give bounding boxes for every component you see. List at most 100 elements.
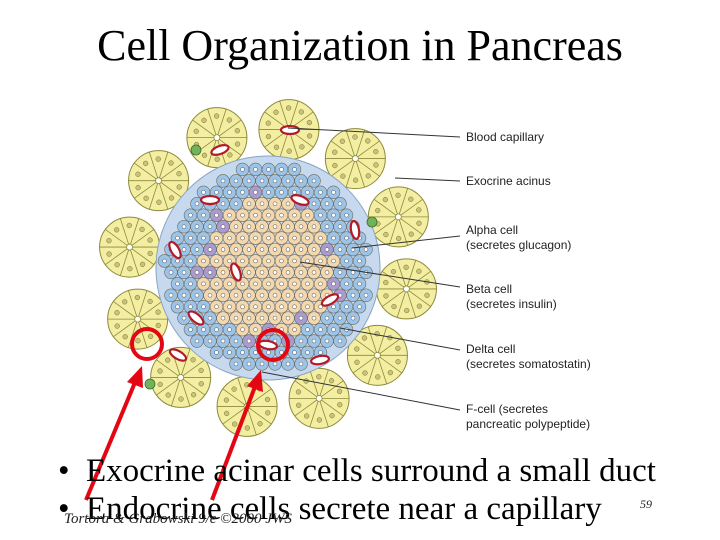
acinar-cell-border [318,398,329,427]
svg-text:Beta cell: Beta cell [466,282,512,296]
beta-cell [307,265,321,280]
alpha-cell [281,174,295,188]
acinus [128,150,190,212]
delta-cell-nucleus [246,338,252,344]
alpha-cell [320,219,334,234]
alpha-cell-nucleus [266,167,271,172]
alpha-cell [313,185,328,200]
acinar-cell-border [309,398,320,427]
beta-cell-nucleus [246,201,252,207]
acinar-nucleus [165,357,171,363]
beta-cell-nucleus [298,224,304,229]
acinar-nucleus [156,199,162,205]
acinar-nucleus [339,138,346,144]
acinar-nucleus [354,359,360,365]
beta-cell [281,265,295,280]
alpha-cell-nucleus [227,327,232,332]
svg-text:(secretes insulin): (secretes insulin) [466,297,557,311]
acinar-nucleus [106,238,112,244]
beta-cell [255,265,269,280]
alpha-cell [261,185,276,200]
beta-cell [287,231,302,245]
alpha-cell [313,322,328,337]
beta-cell-nucleus [246,247,252,252]
beta-cell-nucleus [220,270,226,275]
alpha-cell-nucleus [292,350,297,355]
alpha-cell [346,288,360,302]
alpha-cell-nucleus [188,327,193,332]
alpha-cell-nucleus [181,247,187,252]
acinar-nucleus [303,413,310,419]
acinar-nucleus [362,370,368,376]
beta-cell-nucleus [266,258,271,264]
acinus [367,186,429,248]
alpha-cell [326,208,341,222]
acinus-lumen [403,285,410,293]
alpha-cell [190,242,204,257]
delta-cell-nucleus [207,270,213,275]
alpha-cell [177,219,191,234]
acinar-cell-border [134,162,159,181]
beta-cell [196,277,211,291]
beta-cell-nucleus [227,235,232,241]
beta-cell-nucleus [240,212,245,218]
label-alpha-cell: Alpha cell [466,223,518,237]
acinar-cell-border [355,140,380,159]
acinar-nucleus [201,117,207,124]
beta-cell [196,254,211,268]
label-alpha-cell-function: (secretes glucagon) [466,238,571,252]
beta-cell [216,265,230,280]
acinar-cell-border [406,288,431,307]
leader-line-delta-cell [339,327,461,351]
beta-cell [209,231,224,245]
alpha-cell [248,162,263,177]
beta-cell-nucleus [220,247,226,252]
beta-cell [255,311,269,325]
beta-cell-nucleus [318,281,323,287]
acinar-cell-border [119,218,130,248]
alpha-cell-nucleus [220,201,226,207]
alpha-cell-nucleus [324,338,330,344]
acinar-cell-border [134,180,159,199]
alpha-cell [352,277,367,291]
alpha-cell-nucleus [162,258,167,264]
alpha-cell-nucleus [233,178,239,184]
alpha-cell-nucleus [350,293,356,298]
beta-cell [235,300,250,314]
beta-cell [281,242,295,257]
acinar-nucleus [361,335,368,341]
acinar-cell-border [128,290,139,320]
beta-cell [216,311,230,325]
beta-cell-nucleus [253,304,258,309]
acinar-cell-border [288,100,299,130]
beta-cell-nucleus [311,270,317,275]
acinar-cell-border [294,398,320,417]
beta-cell-nucleus [292,327,297,332]
alpha-cell-nucleus [240,167,245,172]
acinar-cell-border [216,109,227,138]
beta-cell-nucleus [324,270,330,275]
beta-cell-nucleus [259,224,265,229]
alpha-cell [170,300,185,314]
acinar-cell-border [207,109,218,138]
beta-cell [326,254,341,268]
acinar-cell-border [148,180,159,210]
alpha-cell [222,345,237,360]
acinar-cell-border [396,288,407,318]
acinar-cell-border [158,162,184,181]
acinar-cell-border [137,290,148,320]
alpha-cell-nucleus [311,201,317,207]
alpha-cell-nucleus [175,304,180,309]
acinar-cell-border [128,318,139,348]
acinar-cell-border [352,337,378,356]
acinar-cell-border [397,188,408,218]
alpha-cell-nucleus [298,178,304,184]
beta-cell-nucleus [298,247,304,252]
alpha-cell [339,231,354,245]
alpha-cell-nucleus [220,178,226,184]
f-cell [366,216,378,228]
capillary [168,240,182,260]
alpha-cell [352,254,367,268]
acinar-nucleus [295,389,302,395]
